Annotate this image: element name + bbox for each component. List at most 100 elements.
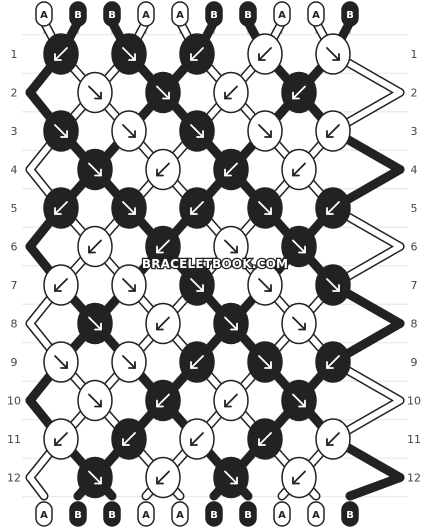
row-number-right: 8 <box>411 318 418 331</box>
strand-end-bottom: A <box>35 501 53 527</box>
arrow-down-left-icon <box>224 162 238 177</box>
arrow-down-left-icon <box>88 239 102 254</box>
row-number-left: 9 <box>11 356 18 369</box>
strand-end-top: A <box>35 1 53 27</box>
arrow-down-left-icon <box>54 47 68 61</box>
svg-text:A: A <box>176 10 184 21</box>
row-number-left: 5 <box>11 202 18 215</box>
knot <box>179 187 215 229</box>
row-number-right: 10 <box>407 395 421 408</box>
svg-text:A: A <box>40 10 48 21</box>
arrow-down-right-icon <box>224 316 238 331</box>
row-number-left: 10 <box>7 395 21 408</box>
knot <box>179 33 215 75</box>
row-number-left: 4 <box>11 164 18 177</box>
knot <box>145 302 181 345</box>
arrow-down-left-icon <box>156 470 170 485</box>
arrow-down-right-icon <box>292 239 306 254</box>
knot <box>43 110 79 152</box>
strand-end-bottom: A <box>137 501 155 527</box>
arrow-down-left-icon <box>326 355 340 369</box>
arrow-down-left-icon <box>156 316 170 331</box>
svg-text:B: B <box>244 10 252 21</box>
row-number-left: 2 <box>11 87 18 100</box>
strand-end-top: B <box>69 1 87 27</box>
arrow-down-right-icon <box>88 85 102 100</box>
knot <box>179 264 215 306</box>
row-number-right: 7 <box>411 279 418 292</box>
strand-end-top: B <box>103 1 121 27</box>
knot <box>281 456 317 499</box>
row-number-right: 2 <box>411 87 418 100</box>
strand-end-bottom: B <box>341 501 359 527</box>
svg-text:B: B <box>74 510 82 521</box>
row-number-left: 6 <box>11 241 18 254</box>
strand-end-top: B <box>341 1 359 27</box>
svg-text:A: A <box>142 510 150 521</box>
knot-grid <box>43 33 351 499</box>
strand-end-bottom: B <box>69 501 87 527</box>
knot <box>43 33 79 75</box>
knot <box>145 148 181 191</box>
knot <box>77 225 113 268</box>
arrow-down-right-icon <box>224 239 238 254</box>
strand-end-top: B <box>239 1 257 27</box>
knot <box>145 379 181 422</box>
arrow-down-right-icon <box>54 355 68 369</box>
arrow-down-right-icon <box>88 162 102 177</box>
strand-end-top: A <box>273 1 291 27</box>
arrow-down-right-icon <box>122 278 136 292</box>
svg-text:A: A <box>278 10 286 21</box>
knot <box>77 148 113 191</box>
arrow-down-right-icon <box>190 278 204 292</box>
knot <box>247 187 283 229</box>
row-number-right: 5 <box>411 202 418 215</box>
knot <box>315 418 351 460</box>
svg-text:A: A <box>312 510 320 521</box>
row-number-left: 8 <box>11 318 18 331</box>
knot <box>179 110 215 152</box>
knot <box>43 264 79 306</box>
arrow-down-left-icon <box>326 201 340 215</box>
knot <box>111 33 147 75</box>
arrow-down-left-icon <box>224 85 238 100</box>
knot <box>213 71 249 114</box>
knot <box>315 33 351 75</box>
knot <box>213 379 249 422</box>
row-number-right: 4 <box>411 164 418 177</box>
arrow-down-right-icon <box>122 201 136 215</box>
knot <box>315 264 351 306</box>
knot <box>43 418 79 460</box>
arrow-down-right-icon <box>292 393 306 408</box>
knot <box>213 148 249 191</box>
svg-text:B: B <box>210 510 218 521</box>
svg-text:A: A <box>40 510 48 521</box>
arrow-down-left-icon <box>190 47 204 61</box>
row-number-left: 1 <box>11 48 18 61</box>
knot <box>111 110 147 152</box>
row-number-right: 12 <box>407 472 421 485</box>
knot <box>213 456 249 499</box>
knot <box>179 418 215 460</box>
knot <box>315 187 351 229</box>
arrow-down-right-icon <box>258 278 272 292</box>
row-number-left: 3 <box>11 125 18 138</box>
strand-end-bottom: A <box>273 501 291 527</box>
arrow-down-left-icon <box>326 124 340 138</box>
arrow-down-right-icon <box>122 124 136 138</box>
knot <box>145 225 181 268</box>
knot <box>77 456 113 499</box>
arrow-down-right-icon <box>54 124 68 138</box>
arrow-down-left-icon <box>258 432 272 446</box>
strand-end-bottom: A <box>171 501 189 527</box>
arrow-down-left-icon <box>156 393 170 408</box>
arrow-down-left-icon <box>190 432 204 446</box>
arrow-down-left-icon <box>224 393 238 408</box>
arrow-down-left-icon <box>190 355 204 369</box>
row-number-right: 6 <box>411 241 418 254</box>
arrow-down-left-icon <box>54 278 68 292</box>
svg-text:B: B <box>346 510 354 521</box>
arrow-down-left-icon <box>292 470 306 485</box>
strand-end-bottom: A <box>307 501 325 527</box>
